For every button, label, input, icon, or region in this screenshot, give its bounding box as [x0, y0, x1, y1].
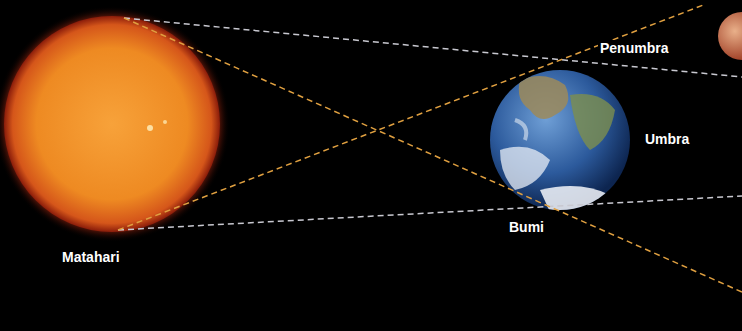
sun-spot — [147, 125, 153, 131]
earth-label: Bumi — [507, 219, 546, 235]
sun — [4, 16, 220, 232]
umbra-label: Umbra — [643, 131, 691, 147]
sun-halo — [0, 6, 230, 242]
sun-spot — [163, 120, 167, 124]
earth — [490, 70, 630, 212]
shadow-rays — [118, 4, 742, 292]
moon — [718, 12, 742, 60]
sun-label: Matahari — [60, 249, 122, 265]
penumbra-label: Penumbra — [598, 40, 670, 56]
